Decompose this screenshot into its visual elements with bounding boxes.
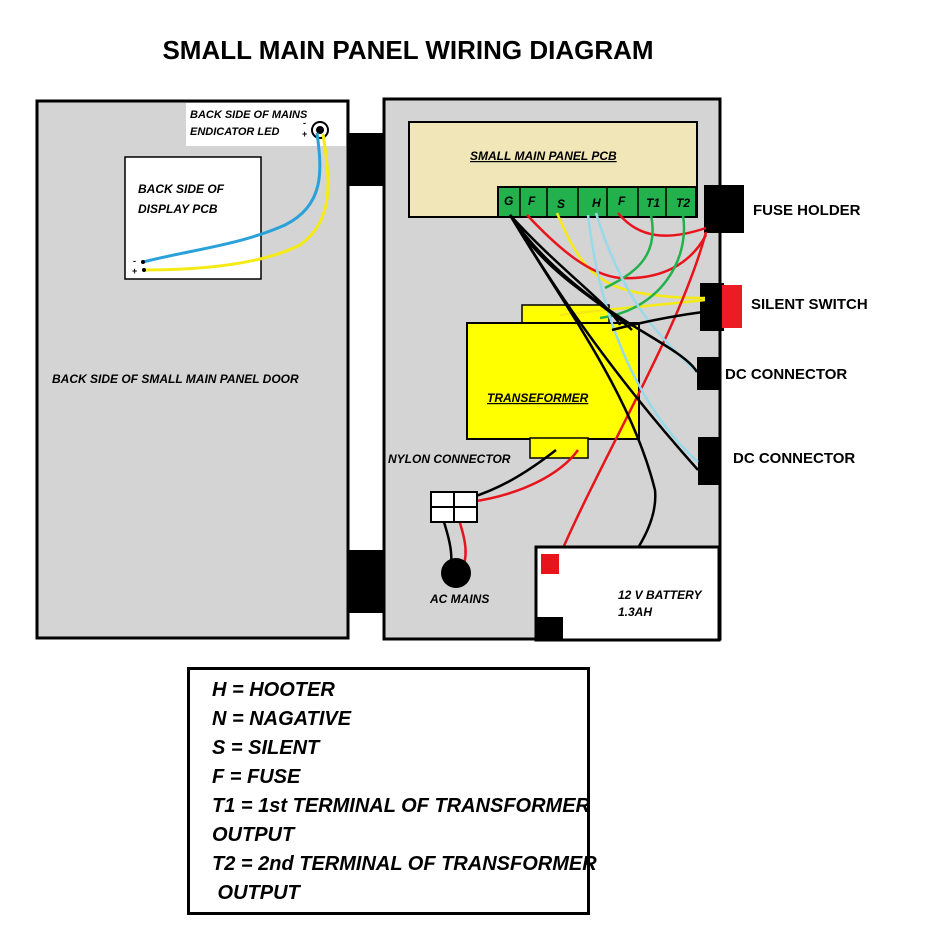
legend-item-t2: T2 = 2nd TERMINAL OF TRANSFORMER xyxy=(212,853,597,875)
display-pcb-box xyxy=(124,156,262,280)
terminal-label-h: H xyxy=(592,196,601,210)
nylon-connector xyxy=(430,491,478,523)
terminal-block xyxy=(497,186,697,218)
pcb-label: SMALL MAIN PANEL PCB xyxy=(470,149,617,163)
transformer-bottom-lug xyxy=(529,437,589,459)
fuse-holder-label: FUSE HOLDER xyxy=(753,202,861,219)
battery-label-line1: 12 V BATTERY xyxy=(618,588,703,602)
display-plus-sign: + xyxy=(132,266,137,276)
terminal-label-s: S xyxy=(557,197,565,211)
silent-switch-button xyxy=(722,285,742,328)
battery xyxy=(534,545,721,642)
ac-mains-label: AC MAINS xyxy=(429,592,489,606)
silent-switch-body xyxy=(700,283,724,331)
terminal-label-f2: F xyxy=(618,194,626,208)
mains-led-icon xyxy=(311,121,329,139)
terminal-label-g: G xyxy=(504,194,513,208)
legend-item-t2-output: OUTPUT xyxy=(212,882,300,904)
dc-connector-1-label: DC CONNECTOR xyxy=(725,366,847,383)
door-label: BACK SIDE OF SMALL MAIN PANEL DOOR xyxy=(52,372,299,386)
hinge-bottom xyxy=(348,550,386,613)
display-pcb-label-line2: DISPLAY PCB xyxy=(138,202,218,216)
legend-item-negative: N = NAGATIVE xyxy=(212,708,352,730)
mains-led-label-line1: BACK SIDE OF MAINS xyxy=(190,109,308,121)
transformer xyxy=(466,322,640,440)
legend-item-t1: T1 = 1st TERMINAL OF TRANSFORMER xyxy=(212,795,590,817)
battery-positive-terminal xyxy=(541,554,559,574)
legend-item-t1-output: OUTPUT xyxy=(212,824,295,846)
terminal-label-t1: T1 xyxy=(646,196,660,210)
terminal-dividers xyxy=(519,187,667,217)
led-blue-wire xyxy=(142,132,322,264)
display-pcb-label-line1: BACK SIDE OF xyxy=(138,182,225,196)
led-plus-sign: + xyxy=(302,129,307,139)
led-yellow-wire xyxy=(143,133,330,272)
dc-connector-2-label: DC CONNECTOR xyxy=(733,450,855,467)
fuse-holder xyxy=(704,185,744,233)
transformer-label: TRANSEFORMER xyxy=(487,391,589,405)
ac-mains-plug-icon xyxy=(441,558,471,588)
diagram-title: SMALL MAIN PANEL WIRING DIAGRAM xyxy=(162,35,653,65)
legend-item-fuse: F = FUSE xyxy=(212,766,301,788)
battery-label-line2: 1.3AH xyxy=(618,605,652,619)
battery-negative-terminal xyxy=(536,617,563,640)
nylon-connector-label: NYLON CONNECTOR xyxy=(388,452,511,466)
legend-item-hooter: H = HOOTER xyxy=(212,679,335,701)
silent-switch-label: SILENT SWITCH xyxy=(751,296,868,313)
dc-connector-2 xyxy=(698,437,720,485)
legend-box: H = HOOTER N = NAGATIVE S = SILENT F = F… xyxy=(187,667,597,915)
legend-item-silent: S = SILENT xyxy=(212,737,320,759)
terminal-label-f1: F xyxy=(528,194,536,208)
led-minus-sign: - xyxy=(303,118,306,128)
hinge-top xyxy=(348,133,386,186)
display-minus-sign: - xyxy=(133,256,136,266)
mains-led-label-line2: ENDICATOR LED xyxy=(190,126,279,138)
terminal-label-t2: T2 xyxy=(676,196,690,210)
dc-connector-1 xyxy=(697,357,720,390)
